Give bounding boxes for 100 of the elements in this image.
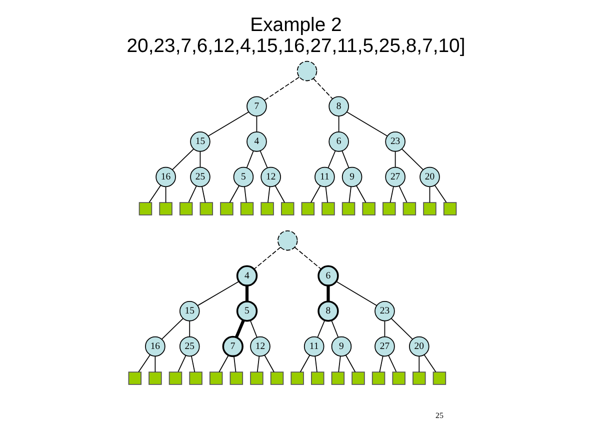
connector xyxy=(245,286,249,302)
connector xyxy=(346,112,388,136)
connector xyxy=(172,148,194,170)
connector xyxy=(325,186,328,203)
node-circle: 4 xyxy=(246,132,267,152)
node-circle: 16 xyxy=(156,166,176,188)
node-circle: 23 xyxy=(385,132,406,152)
node-circle: 27 xyxy=(385,166,406,188)
node-circle: 15 xyxy=(190,132,210,152)
node-circle: 12 xyxy=(260,166,281,188)
connector xyxy=(154,356,156,372)
connector xyxy=(256,116,258,132)
node-circle: 7 xyxy=(246,96,267,116)
connector xyxy=(268,186,270,203)
node-box xyxy=(189,372,202,385)
node-box xyxy=(159,202,172,216)
connector xyxy=(191,356,196,372)
node-circle: 9 xyxy=(331,336,352,357)
connector xyxy=(197,280,240,306)
node-circle: 15 xyxy=(179,301,200,322)
node-circle: 4 xyxy=(236,265,258,286)
connector xyxy=(256,356,260,372)
node-box xyxy=(138,202,152,216)
node-box xyxy=(290,372,304,385)
connector xyxy=(294,246,322,270)
node-box xyxy=(209,372,223,385)
node-circle: 5 xyxy=(236,300,258,322)
connector xyxy=(328,150,336,168)
connector xyxy=(264,354,274,372)
connector xyxy=(161,318,184,340)
connector xyxy=(229,185,240,203)
connector xyxy=(331,320,339,338)
connector xyxy=(208,112,250,136)
connector xyxy=(348,186,352,203)
connector xyxy=(402,148,424,170)
connector xyxy=(200,151,201,168)
node-circle: 8 xyxy=(318,300,339,322)
node-box xyxy=(281,202,294,216)
node-circle: 20 xyxy=(420,166,440,188)
node-circle xyxy=(296,60,318,82)
connector xyxy=(342,150,350,168)
diagram-title: Example 2 xyxy=(250,14,342,36)
connector xyxy=(148,185,162,203)
connector xyxy=(189,320,190,338)
node-circle xyxy=(277,230,298,251)
connector xyxy=(254,246,281,270)
node-circle: 8 xyxy=(328,96,349,116)
node-box xyxy=(250,372,264,385)
node-box xyxy=(402,202,416,216)
node-box xyxy=(179,202,193,216)
node-circle: 11 xyxy=(314,166,335,188)
node-box xyxy=(240,202,254,216)
connector xyxy=(338,116,340,132)
node-box xyxy=(443,202,457,216)
connector xyxy=(233,356,236,372)
connector xyxy=(300,354,310,372)
connector xyxy=(178,355,186,372)
node-box xyxy=(392,372,406,385)
node-box xyxy=(423,202,436,216)
connector xyxy=(336,281,378,306)
node-box xyxy=(200,202,214,216)
connector xyxy=(390,186,394,203)
caption: 20,23,7,6,12,4,15,16,27,11,5,25,8,7,10] xyxy=(126,35,466,58)
node-circle: 23 xyxy=(374,301,395,322)
node-box xyxy=(148,372,162,385)
node-circle: 12 xyxy=(250,336,270,357)
node-box xyxy=(352,372,365,385)
connector xyxy=(138,354,151,372)
connector xyxy=(390,318,413,340)
connector xyxy=(244,186,247,203)
connector xyxy=(310,185,321,203)
node-circle: 11 xyxy=(304,336,324,357)
connector xyxy=(345,354,356,372)
node-box xyxy=(412,372,426,385)
node-circle: 25 xyxy=(190,166,210,188)
node-box xyxy=(372,372,386,385)
node-box xyxy=(220,202,234,216)
connector xyxy=(429,186,430,203)
connector xyxy=(234,320,245,338)
node-box xyxy=(322,202,335,216)
connector xyxy=(314,356,318,372)
connector xyxy=(434,185,447,203)
node-box xyxy=(260,202,274,216)
node-circle: 6 xyxy=(318,265,339,286)
connector xyxy=(246,150,254,168)
connector xyxy=(264,76,300,101)
connector xyxy=(218,354,229,372)
node-box xyxy=(382,202,396,216)
connector xyxy=(356,185,366,203)
connector xyxy=(338,356,341,372)
node-circle: 5 xyxy=(233,166,254,188)
connector xyxy=(317,320,326,338)
node-circle: 9 xyxy=(342,166,362,188)
connector xyxy=(165,186,166,203)
connector xyxy=(398,186,408,203)
node-circle: 25 xyxy=(179,336,200,357)
node-box xyxy=(128,372,142,385)
connector xyxy=(388,355,397,372)
node-box xyxy=(168,372,182,385)
label: 25 xyxy=(435,411,444,420)
